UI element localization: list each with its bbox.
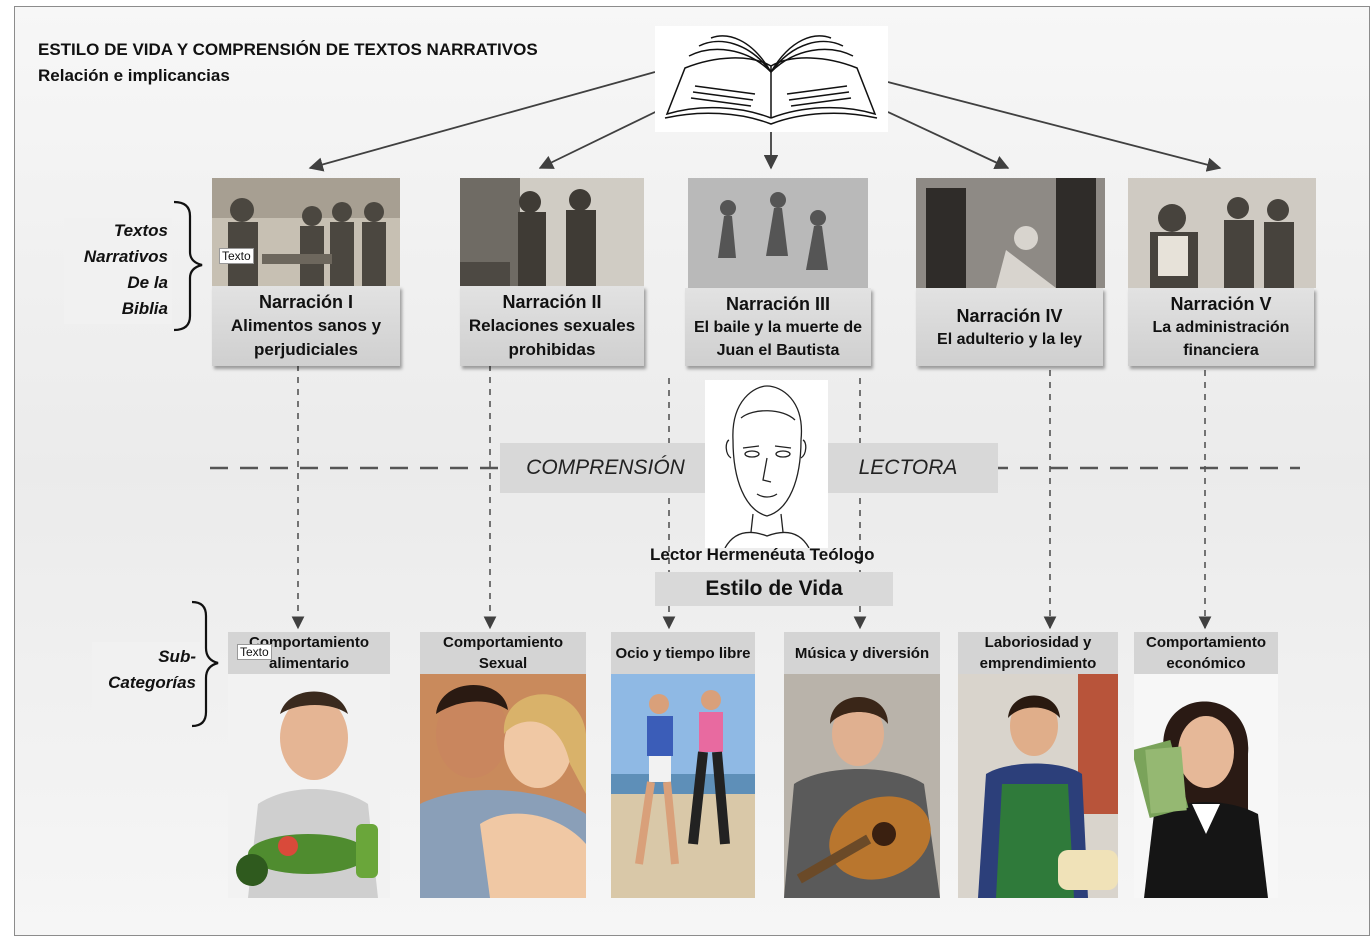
diagram-subtitle: Relación e implicancias [38,66,230,85]
narr-image-3 [688,178,868,288]
reader-roles-label: Lector Hermenéuta Teólogo [650,545,875,564]
narration-line-3-1: El baile y la muerte de [693,319,863,336]
texto-placeholder-tag-1: Texto [219,248,254,264]
narration-line-5-2: financiera [1183,342,1259,359]
subcategory-line-3-1: Ocio y tiempo libre [615,644,751,662]
subcategory-header-3: Ocio y tiempo libre [611,632,755,674]
subcategory-header-4: Música y diversión [784,632,940,674]
photo-guitar-player [784,674,940,898]
label-textos-line-1: Textos [113,221,168,240]
narration-box-4: Narración IV El adulterio y la ley [916,288,1103,366]
narration-line-4-1: El adulterio y la ley [937,330,1082,348]
narration-box-1: Narración I Alimentos sanos y perjudicia… [212,286,400,366]
lectora-box: LECTORA [818,443,998,493]
subcategory-header-6: Comportamiento económico [1134,632,1278,674]
subcategory-line-2-2: Sexual [478,655,528,672]
subcategory-line-1-1: Comportamiento [249,634,369,651]
label-textos-line-4: Biblia [121,299,168,318]
narr-image-5 [1128,178,1316,288]
arrow-to-narr-5 [887,81,1222,172]
narration-title-1: Narración I [258,292,354,312]
label-textos-line-2: Narrativos [83,247,168,266]
narration-title-4: Narración IV [956,305,1063,326]
photo-couple [420,674,586,898]
estilo-de-vida-box: Estilo de Vida [655,572,893,606]
subcategory-line-5-1: Laboriosidad y [984,634,1092,651]
arrow-to-narr-4 [887,111,1010,170]
narr-image-4 [916,178,1105,288]
photo-eating-salad [228,674,390,898]
photo-joggers-beach [611,674,755,898]
diagram-title: ESTILO DE VIDA Y COMPRENSIÓN DE TEXTOS N… [38,40,538,59]
narration-title-5: Narración V [1170,294,1272,314]
subcategory-line-4-1: Música y diversión [794,644,930,662]
subcategory-line-1-2: alimentario [268,655,350,672]
comprension-box: COMPRENSIÓN [500,443,711,493]
label-subcategorias: Sub- Categorías [92,642,200,722]
arrow-to-narr-1 [308,71,656,172]
texto-placeholder-tag-2: Texto [237,644,272,660]
label-textos-narrativos: Textos Narrativos De la Biblia [64,218,172,324]
narration-line-5-1: La administración [1152,319,1290,336]
subcategory-header-2: Comportamiento Sexual [420,632,586,674]
label-sub-line-1: Sub- [158,647,196,666]
subcategory-line-6-1: Comportamiento [1146,634,1266,651]
brace-subcategorias [191,600,219,728]
subcategory-line-5-2: emprendimiento [979,655,1097,672]
narration-line-1-2: perjudiciales [254,340,358,359]
narration-line-1-1: Alimentos sanos y [230,316,382,335]
narr-image-2 [460,178,644,288]
narration-line-2-1: Relaciones sexuales [468,316,636,335]
subcategory-header-5: Laboriosidad y emprendimiento [958,632,1118,674]
subcategory-line-6-2: económico [1166,655,1246,672]
narration-title-2: Narración II [502,292,602,312]
photo-shop-worker [958,674,1118,898]
label-sub-line-2: Categorías [108,673,196,692]
open-book-illustration [655,26,888,132]
photo-woman-money [1134,674,1278,898]
narration-box-3: Narración III El baile y la muerte de Ju… [685,288,871,366]
reader-face-illustration [705,380,828,549]
narration-box-5: Narración V La administración financiera [1128,288,1314,366]
narration-box-2: Narración II Relaciones sexuales prohibi… [460,286,644,366]
label-textos-line-3: De la [127,273,168,292]
narration-title-3: Narración III [725,294,831,314]
subcategory-line-2-1: Comportamiento [443,634,563,651]
narr-image-1 [212,178,400,286]
narration-line-2-2: prohibidas [508,340,596,359]
narration-line-3-2: Juan el Bautista [716,342,840,359]
brace-textos [173,200,203,332]
